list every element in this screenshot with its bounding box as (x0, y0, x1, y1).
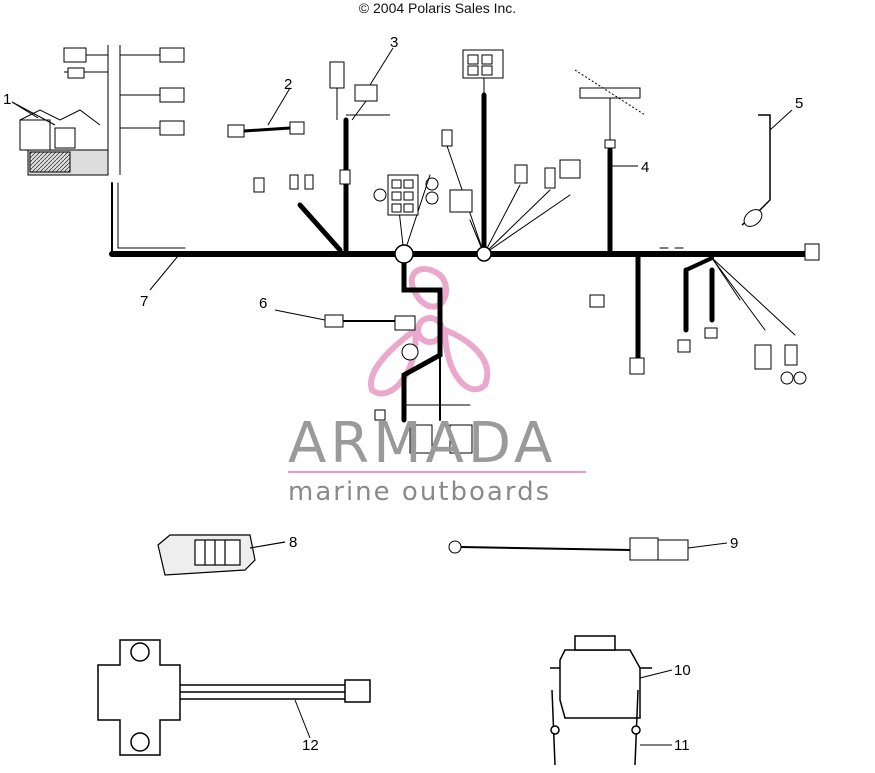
item-8-ignition-module (157, 534, 286, 576)
terminal-block (574, 69, 646, 150)
main-connector-block (462, 49, 504, 95)
item-7-leader (149, 255, 179, 291)
watermark-tagline: marine outboards (288, 477, 551, 507)
callout-10: 10 (674, 662, 691, 679)
callout-7: 7 (140, 293, 148, 310)
right-components (629, 243, 820, 385)
callout-8: 8 (289, 534, 297, 551)
switch-panel-assembly (11, 45, 185, 176)
callout-9: 9 (730, 535, 738, 552)
callout-1: 1 (3, 91, 11, 108)
callout-4: 4 (641, 159, 649, 176)
callout-6: 6 (259, 295, 267, 312)
cdi-connectors (374, 409, 473, 454)
item-9-ground-lead (448, 537, 728, 561)
item-5-temperature-sensor (741, 109, 793, 227)
item-4-leader (514, 159, 638, 189)
copyright-notice: © 2004 Polaris Sales Inc. (358, 0, 517, 16)
item-6-choke-connector (274, 294, 605, 361)
item-2-jumper-cable (227, 87, 305, 138)
callout-5: 5 (795, 95, 803, 112)
watermark-brand: ARMADA (288, 411, 556, 476)
item-10-control-module (550, 635, 673, 766)
callout-12: 12 (302, 737, 319, 754)
callout-3: 3 (390, 34, 398, 51)
fuse-block (253, 129, 473, 216)
item-12-rectifier (97, 639, 371, 756)
item-3-ignition-connector (329, 47, 394, 121)
callout-2: 2 (284, 76, 292, 93)
callout-11: 11 (674, 737, 690, 754)
main-harness (109, 92, 808, 423)
